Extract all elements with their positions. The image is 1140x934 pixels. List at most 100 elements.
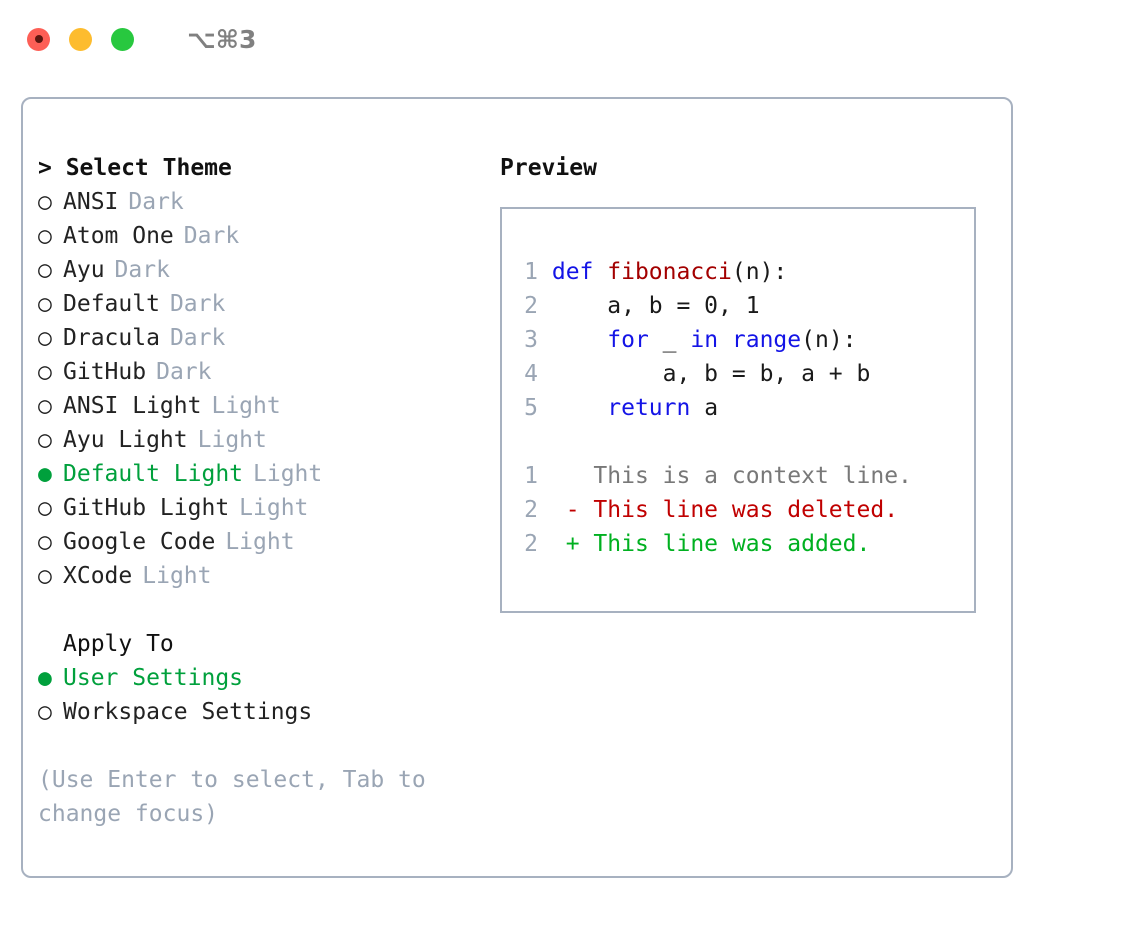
theme-kind-label: Dark (128, 189, 184, 215)
theme-list-item[interactable]: ○ Ayu Dark (38, 253, 498, 287)
radio-unselected-icon[interactable]: ○ (38, 359, 52, 385)
theme-list-item[interactable]: ○ Dracula Dark (38, 321, 498, 355)
keyboard-hint-text: (Use Enter to select, Tab to change focu… (38, 767, 426, 827)
radio-unselected-icon[interactable]: ○ (38, 291, 52, 317)
theme-name-label: Dracula (63, 325, 160, 351)
diff-line: 1 This is a context line. (516, 459, 912, 493)
apply-to-header: Apply To (63, 631, 174, 657)
code-token: a, b = 0, 1 (551, 293, 760, 319)
theme-list-item[interactable]: ○ Atom One Dark (38, 219, 498, 253)
radio-unselected-icon[interactable]: ○ (38, 393, 52, 419)
radio-unselected-icon[interactable]: ○ (38, 257, 52, 283)
code-token: in range (690, 327, 802, 353)
apply-to-list[interactable]: ● User Settings ○Workspace Settings (38, 661, 498, 729)
diff-text: This is a context line. (579, 463, 912, 489)
code-line: 1 def fibonacci(n): (516, 255, 912, 289)
diff-text: This line was added. (579, 531, 871, 557)
line-number: 4 (524, 361, 538, 387)
theme-kind-label: Light (197, 427, 267, 453)
radio-unselected-icon[interactable]: ○ (38, 495, 52, 521)
theme-list-item[interactable]: ○ Google Code Light (38, 525, 498, 559)
code-token (552, 395, 607, 421)
diff-marker: + (565, 531, 580, 557)
radio-unselected-icon[interactable]: ○ (38, 325, 52, 351)
theme-kind-label: Dark (169, 291, 226, 317)
theme-name-label: XCode (63, 563, 133, 589)
theme-list-item[interactable]: ○ GitHub Light Light (38, 491, 498, 525)
code-token (552, 327, 607, 353)
theme-kind-label: Dark (183, 223, 240, 249)
theme-name-label: ANSI Light (63, 393, 202, 419)
window-titlebar: ⌥⌘3 (0, 0, 1140, 78)
code-line: 3 for _ in range(n): (516, 323, 912, 357)
theme-list-item[interactable]: ○ Default Dark (38, 287, 498, 321)
diff-line-number: 2 (524, 497, 538, 523)
list-spacer (38, 593, 498, 627)
code-token: for (607, 327, 649, 353)
code-token: def (551, 259, 608, 285)
theme-kind-label: Light (225, 529, 295, 555)
theme-name-label: GitHub (63, 359, 147, 385)
radio-selected-icon[interactable]: ● (38, 461, 52, 487)
theme-kind-label: Light (211, 393, 281, 419)
theme-name-label: Ayu (63, 257, 105, 283)
hint-spacer (38, 729, 498, 763)
diff-line: 2 - This line was deleted. (516, 493, 912, 527)
radio-unselected-icon[interactable]: ○ (38, 189, 52, 215)
theme-kind-label: Light (239, 495, 309, 521)
theme-name-label: Google Code (63, 529, 216, 555)
radio-unselected-icon[interactable]: ○ (38, 529, 52, 555)
diff-marker: - (565, 497, 580, 523)
theme-kind-label: Dark (156, 359, 212, 385)
code-line: 4 a, b = b, a + b (516, 357, 912, 391)
code-token: (n): (801, 327, 857, 353)
theme-kind-label: Dark (114, 257, 170, 283)
line-number: 1 (524, 259, 538, 285)
theme-name-label: GitHub Light (63, 495, 230, 521)
code-token: return (607, 395, 691, 421)
minimize-button-icon[interactable] (69, 27, 92, 51)
window-controls (27, 27, 134, 51)
apply-to-option-label: User Settings (63, 665, 244, 691)
code-line: 2 a, b = 0, 1 (516, 289, 912, 323)
radio-unselected-icon[interactable]: ○ (38, 563, 52, 589)
theme-name-label: Default Light (63, 461, 244, 487)
preview-header: Preview (500, 155, 597, 181)
code-token: a (690, 395, 719, 421)
theme-list-item[interactable]: ○ ANSI Light Light (38, 389, 498, 423)
close-button-icon[interactable] (27, 27, 50, 51)
select-theme-header: > Select Theme (38, 155, 232, 181)
theme-list-item[interactable]: ○ ANSI Dark (38, 185, 498, 219)
apply-to-option[interactable]: ○Workspace Settings (38, 695, 498, 729)
diff-marker (566, 463, 580, 489)
theme-name-label: Atom One (63, 223, 174, 249)
theme-kind-label: Light (142, 563, 212, 589)
theme-name-label: ANSI (63, 189, 119, 215)
diff-text: This line was deleted. (579, 497, 899, 523)
theme-name-label: Default (63, 291, 160, 317)
radio-unselected-icon[interactable]: ○ (38, 223, 52, 249)
theme-list-item[interactable]: ● Default Light Light (38, 457, 498, 491)
preview-column: Preview 1 def fibonacci(n):2 a, b = 0, 1… (500, 151, 1000, 613)
theme-list-item[interactable]: ○ GitHub Dark (38, 355, 498, 389)
zoom-button-icon[interactable] (111, 27, 134, 51)
radio-unselected-icon[interactable]: ○ (38, 427, 52, 453)
theme-kind-label: Dark (169, 325, 226, 351)
code-line: 5 return a (516, 391, 912, 425)
theme-kind-label: Light (253, 461, 323, 487)
radio-selected-icon[interactable]: ● (38, 665, 52, 691)
theme-list-item[interactable]: ○ XCode Light (38, 559, 498, 593)
radio-unselected-icon[interactable]: ○ (38, 699, 52, 725)
diff-line: 2 + This line was added. (516, 527, 912, 561)
code-token: a, b = b, a + b (551, 361, 871, 387)
apply-to-option[interactable]: ● User Settings (38, 661, 498, 695)
code-token: (n): (731, 259, 788, 285)
code-token: fibonacci (607, 259, 732, 285)
